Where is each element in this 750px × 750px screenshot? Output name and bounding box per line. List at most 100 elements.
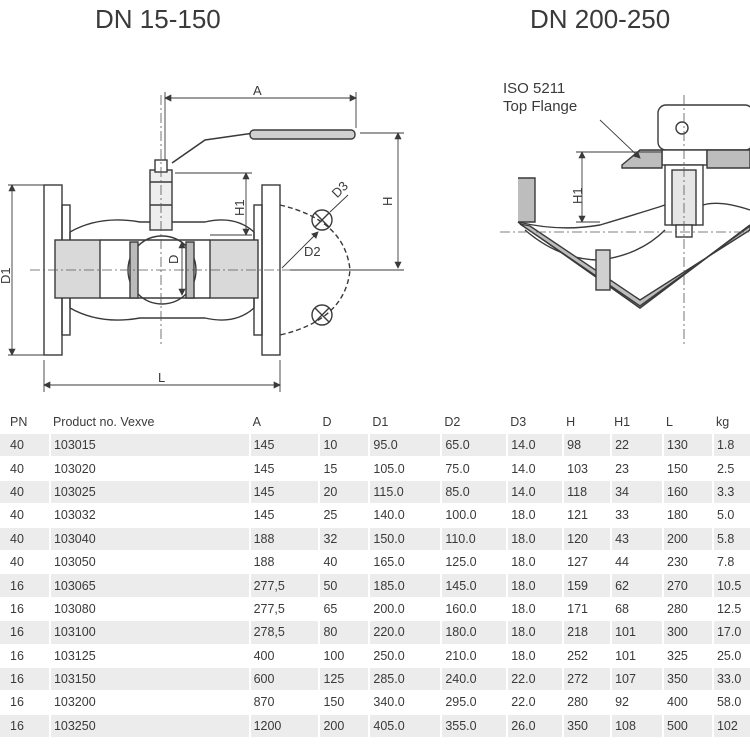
table-cell: 145 (249, 433, 321, 458)
table-cell: 145 (249, 503, 321, 528)
table-cell: 18.0 (507, 503, 565, 528)
valve-drawing-left: A H H1 D D1 D2 D3 L (0, 83, 404, 392)
table-cell: 277,5 (249, 573, 321, 598)
table-cell: 1200 (249, 714, 321, 739)
table-cell: 7.8 (712, 550, 750, 575)
table-cell: 68 (611, 597, 665, 622)
table-cell: 17.0 (712, 620, 750, 645)
column-header: L (663, 410, 713, 434)
valve-body-left (43, 129, 356, 356)
table-cell: 103020 (49, 456, 251, 481)
table-cell: 44 (611, 550, 665, 575)
table-cell: 15 (319, 456, 371, 481)
table-cell: 14.0 (507, 456, 565, 481)
table-cell: 230 (663, 550, 714, 575)
table-cell: 100.0 (441, 503, 509, 528)
table-cell: 220.0 (369, 620, 443, 645)
table-cell: 95.0 (369, 433, 443, 458)
dim-label-d1: D1 (0, 267, 13, 284)
iso-label-line1: ISO 5211 (503, 80, 565, 97)
table-cell: 101 (611, 620, 665, 645)
table-cell: 16 (0, 620, 51, 645)
table-cell: 20 (319, 480, 371, 505)
dimension-lines-right (576, 119, 662, 223)
table-cell: 40 (0, 527, 51, 551)
table-cell: 165.0 (369, 550, 443, 575)
table-cell: 40 (319, 550, 371, 575)
table-cell: 18.0 (507, 597, 565, 622)
table-cell: 103 (563, 456, 613, 481)
column-header: Product no. Vexve (49, 410, 250, 434)
column-header: A (249, 410, 320, 434)
table-cell: 110.0 (441, 527, 509, 551)
table-cell: 58.0 (712, 690, 750, 715)
table-cell: 12.5 (712, 597, 750, 622)
table-cell: 22 (611, 433, 665, 458)
table-cell: 62 (611, 573, 665, 598)
table-cell: 32 (319, 527, 371, 551)
table-cell: 100 (319, 644, 371, 668)
table-cell: 185.0 (369, 573, 443, 598)
iso-label-line2: Top Flange (503, 98, 577, 115)
table-cell: 2.5 (712, 456, 750, 481)
table-cell: 145 (249, 456, 321, 481)
table-cell: 870 (249, 690, 321, 715)
centerlines-left (30, 95, 290, 345)
table-cell: 98 (563, 433, 613, 458)
table-cell: 150 (663, 456, 714, 481)
table-cell: 14.0 (507, 433, 565, 458)
table-cell: 1.8 (712, 433, 750, 458)
table-cell: 16 (0, 597, 51, 622)
table-cell: 40 (0, 456, 51, 481)
table-cell: 10 (319, 433, 371, 458)
table-cell: 5.8 (712, 527, 750, 551)
table-cell: 18.0 (507, 527, 565, 551)
table-cell: 140.0 (369, 503, 443, 528)
table-cell: 25.0 (712, 644, 750, 668)
table-cell: 103032 (49, 503, 251, 528)
table-cell: 188 (249, 527, 321, 551)
table-cell: 171 (563, 597, 613, 622)
table-cell: 14.0 (507, 480, 565, 505)
table-cell: 188 (249, 550, 321, 575)
table-cell: 85.0 (441, 480, 509, 505)
table-cell: 103080 (49, 597, 251, 622)
table-cell: 10.5 (712, 573, 750, 598)
dim-label-h1: H1 (232, 199, 247, 216)
table-cell: 121 (563, 503, 613, 528)
table-cell: 103100 (49, 620, 251, 645)
table-cell: 350 (663, 667, 714, 692)
dim-label-h: H (380, 197, 395, 206)
table-cell: 25 (319, 503, 371, 528)
table-cell: 65.0 (441, 433, 509, 458)
table-cell: 103015 (49, 433, 251, 458)
dim-label-d3: D3 (329, 178, 351, 200)
table-cell: 33 (611, 503, 665, 528)
table-cell: 150 (319, 690, 371, 715)
table-cell: 355.0 (441, 714, 509, 739)
dim-label-d: D (166, 255, 181, 264)
table-cell: 105.0 (369, 456, 443, 481)
table-cell: 18.0 (507, 644, 565, 668)
dim-label-right-h1: H1 (570, 187, 585, 204)
dim-label-d2: D2 (304, 244, 321, 259)
table-cell: 270 (663, 573, 714, 598)
table-cell: 5.0 (712, 503, 750, 528)
table-cell: 160.0 (441, 597, 509, 622)
table-cell: 400 (663, 690, 714, 715)
table-cell: 103065 (49, 573, 251, 598)
table-cell: 40 (0, 550, 51, 575)
table-cell: 252 (563, 644, 613, 668)
column-header: PN (0, 410, 50, 434)
column-header: D2 (441, 410, 508, 434)
table-cell: 180.0 (441, 620, 509, 645)
table-cell: 295.0 (441, 690, 509, 715)
table-cell: 16 (0, 667, 51, 692)
centerlines-right (500, 95, 750, 345)
